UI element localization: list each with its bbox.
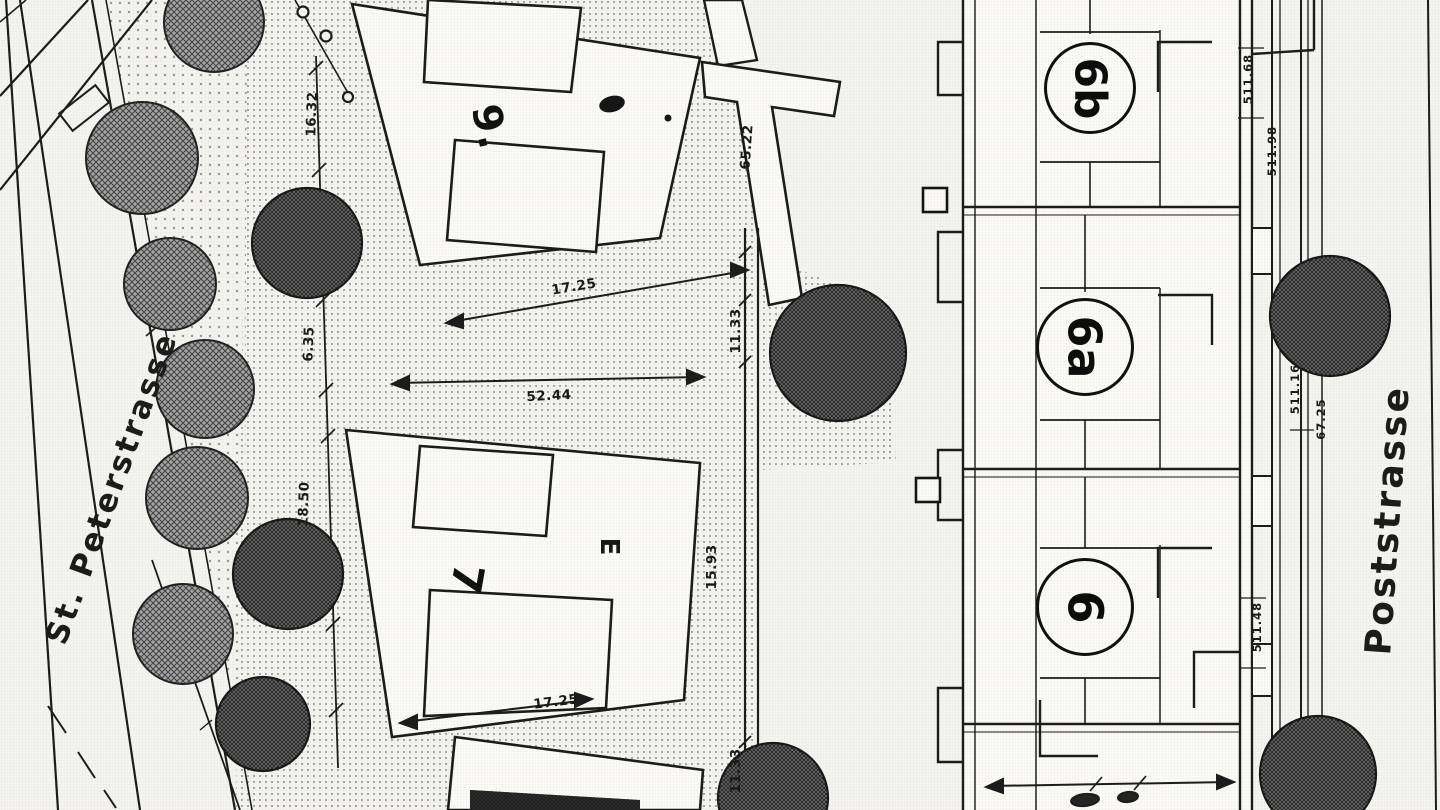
elevation-511-48: 511.48 <box>1250 601 1264 653</box>
entrance-label: E <box>594 537 624 557</box>
elevation-511-16: 511.16 <box>1288 363 1302 415</box>
elevation-67-25: 67.25 <box>1314 398 1328 440</box>
dimension-lines-centre <box>389 261 751 731</box>
boundary-line <box>738 228 760 810</box>
dim-11-33-upper: 11.33 <box>728 308 744 354</box>
house-number-6b-text: 6b <box>1064 56 1116 120</box>
building-9 <box>350 0 702 267</box>
dimension-chain-left <box>308 55 344 769</box>
house-number-6: 6 <box>1036 558 1134 656</box>
house-number-6a: 6a <box>1036 298 1134 396</box>
house-number-6a-text: 6a <box>1058 315 1112 379</box>
dim-16-32: 16.32 <box>303 91 321 137</box>
building-6-complex <box>936 0 1316 810</box>
house-number-6b: 6b <box>1044 42 1136 134</box>
trees-light <box>85 0 265 685</box>
street-right-lines <box>1238 0 1437 810</box>
building-9-label: 9. <box>461 100 517 154</box>
dimension-bottom-right <box>983 773 1237 808</box>
dim-52-44: 52.44 <box>526 386 572 406</box>
lamp-squares <box>914 186 949 504</box>
dim-15-93: 15.93 <box>704 544 720 590</box>
trees-dark <box>214 186 1392 810</box>
building-bottom-partial <box>446 735 705 810</box>
elevation-511-68: 511.68 <box>1241 53 1255 105</box>
glyph-blobs <box>599 95 672 122</box>
dim-6-35: 6.35 <box>300 326 318 362</box>
elevation-511-98: 511.98 <box>1265 125 1279 177</box>
dim-11-33-lower: 11.33 <box>728 748 744 794</box>
building-7 <box>344 428 702 739</box>
dim-65-22: 65.22 <box>737 123 757 171</box>
dim-18-50: 18.50 <box>295 481 313 527</box>
house-number-6-text: 6 <box>1057 590 1113 624</box>
